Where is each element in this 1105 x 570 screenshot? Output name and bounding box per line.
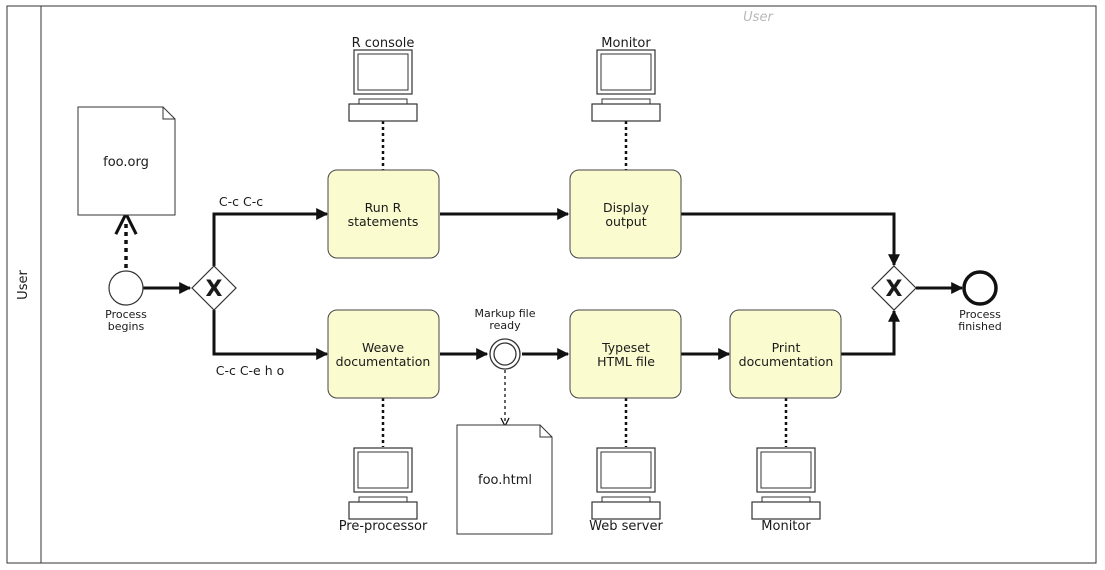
flow-split-to-run-r	[212, 208, 329, 266]
device-label: Web server	[589, 519, 663, 534]
device-label: Monitor	[601, 36, 651, 51]
flow-split-to-weave	[212, 310, 329, 360]
lane-label: User	[16, 270, 31, 300]
exclusive-gateway-split[interactable]: X	[191, 265, 237, 311]
flow-display-to-join	[681, 212, 900, 267]
computer-icon-web-server: Web server	[589, 447, 663, 534]
document-label: foo.html	[478, 473, 532, 488]
computer-icon-monitor-bottom: Monitor	[751, 447, 821, 534]
sequence-flows	[143, 208, 964, 360]
document-label: foo.org	[103, 155, 149, 170]
computer-icon-monitor-top: Monitor	[591, 36, 661, 122]
device-label: R console	[352, 36, 415, 51]
flow-label-top: C-c C-c	[219, 194, 263, 209]
computer-icon-r-console: R console	[348, 36, 418, 122]
gateway-x-icon: X	[206, 277, 223, 302]
exclusive-gateway-join[interactable]: X	[871, 265, 917, 311]
computer-icon-preprocessor: Pre-processor	[339, 447, 428, 534]
gateway-x-icon: X	[886, 277, 903, 302]
flow-label-bottom: C-c C-e h o	[216, 363, 285, 378]
device-label: Pre-processor	[339, 519, 428, 534]
flow-print-to-join	[841, 309, 900, 356]
pool-label: User	[743, 10, 774, 25]
document-foo-html: foo.html	[456, 424, 553, 535]
associations	[126, 121, 788, 447]
document-foo-org: foo.org	[77, 106, 176, 216]
pool-border	[6, 5, 1097, 564]
device-label: Monitor	[761, 519, 811, 534]
